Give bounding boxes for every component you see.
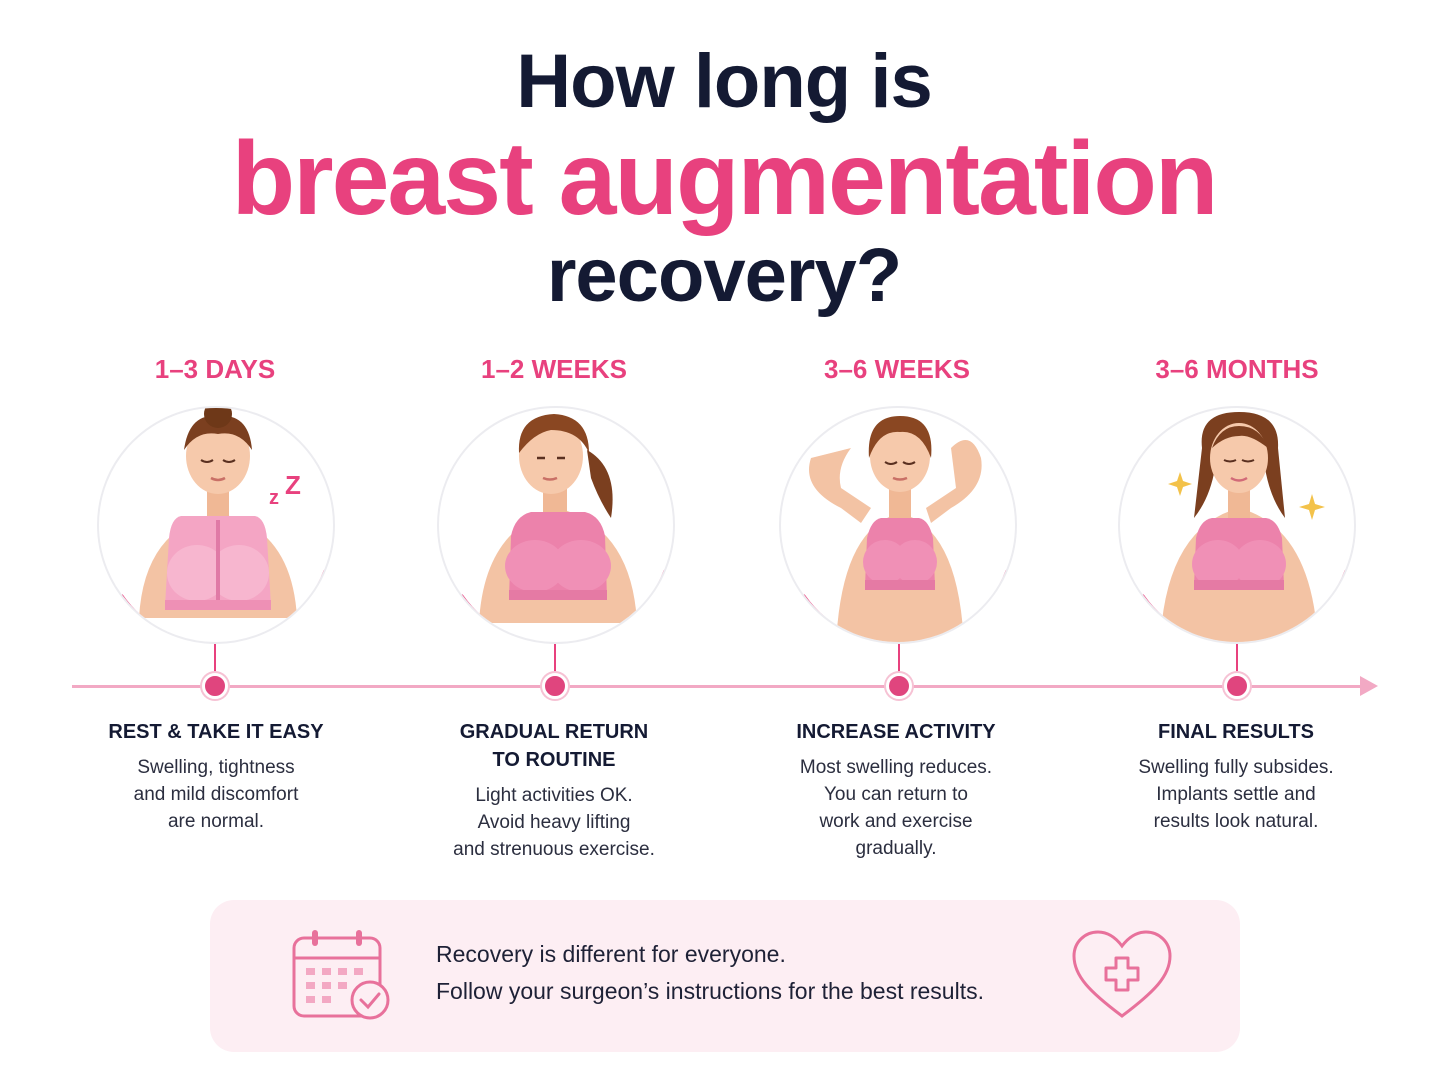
stage-label-1: 1–3 DAYS (154, 354, 276, 384)
stage-2-illustration (437, 406, 675, 644)
heart-medical-cross-icon (1072, 930, 1172, 1018)
calendar-check-icon (292, 930, 390, 1020)
svg-text:z: z (269, 487, 279, 509)
timeline-dot-3 (886, 673, 912, 699)
recovery-note: Recovery is different for everyone. Foll… (210, 900, 1240, 1052)
progress-arc-4 (1141, 569, 1348, 642)
stage-1-heading: REST & TAKE IT EASY (108, 721, 324, 743)
timeline-arrow-icon (1360, 676, 1378, 696)
stage-label-4: 3–6 MONTHS (1155, 354, 1319, 384)
timeline-dot-1 (202, 673, 228, 699)
stage-4-illustration (1118, 406, 1356, 644)
stage-4-heading: FINAL RESULTS (1158, 721, 1314, 743)
sleeping-woman-icon: z Z (139, 408, 301, 618)
stage-2-body: Light activities OK. Avoid heavy lifting… (453, 785, 655, 860)
stage-label-3: 3–6 WEEKS (824, 354, 970, 384)
stretching-woman-icon (809, 416, 982, 642)
note-text: Recovery is different for everyone. Foll… (436, 941, 984, 1004)
timeline-line (72, 685, 1364, 688)
timeline-stem-1 (214, 644, 216, 674)
title-line-3: recovery? (546, 233, 902, 318)
progress-arc-2 (460, 569, 667, 642)
stage-4-description: FINAL RESULTS Swelling fully subsides. I… (1076, 718, 1396, 835)
confident-woman-icon (1160, 412, 1325, 642)
timeline-dot-4 (1224, 673, 1250, 699)
stage-3-illustration (779, 406, 1017, 644)
stage-label-2: 1–2 WEEKS (481, 354, 627, 384)
timeline-stem-3 (898, 644, 900, 674)
timeline-stem-2 (554, 644, 556, 674)
svg-text:Z: Z (285, 470, 301, 500)
ponytail-woman-icon (479, 414, 637, 623)
progress-arc-3 (802, 569, 1009, 642)
stage-1-illustration: z Z (97, 406, 335, 644)
stage-3-description: INCREASE ACTIVITY Most swelling reduces.… (736, 718, 1056, 862)
stage-4-body: Swelling fully subsides. Implants settle… (1138, 757, 1334, 832)
timeline-dot-2 (542, 673, 568, 699)
timeline-stem-4 (1236, 644, 1238, 674)
stage-3-body: Most swelling reduces. You can return to… (799, 757, 993, 859)
progress-arc-1 (120, 569, 327, 642)
title-line-1: How long is (516, 39, 932, 124)
stage-1-body: Swelling, tightness and mild discomfort … (133, 757, 299, 832)
stage-2-description: GRADUAL RETURN TO ROUTINE Light activiti… (394, 718, 714, 863)
stage-3-heading: INCREASE ACTIVITY (796, 721, 996, 743)
title-line-2: breast augmentation (231, 121, 1219, 237)
stage-2-heading: GRADUAL RETURN TO ROUTINE (459, 721, 649, 771)
stage-1-description: REST & TAKE IT EASY Swelling, tightness … (56, 718, 376, 835)
